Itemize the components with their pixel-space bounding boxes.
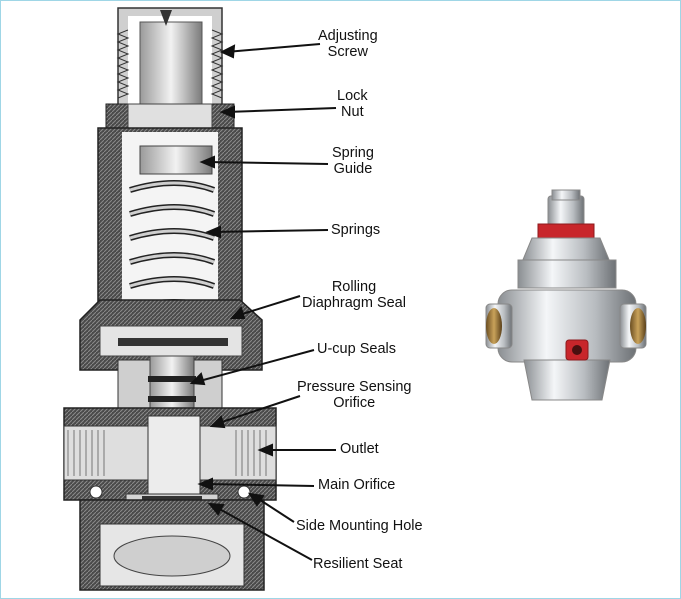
label-side-mounting-hole: Side Mounting Hole bbox=[296, 518, 423, 534]
label-resilient-seat: Resilient Seat bbox=[313, 556, 403, 572]
label-rolling-diaphragm-seal-line1: Rolling bbox=[331, 279, 377, 295]
label-lock-nut-line2: Nut bbox=[341, 104, 364, 120]
label-rolling-diaphragm-seal: Rolling Diaphragm Seal bbox=[302, 279, 406, 311]
red-seal-ring bbox=[537, 223, 595, 239]
label-adjusting-screw: Adjusting Screw bbox=[318, 28, 378, 60]
label-lock-nut: Lock Nut bbox=[337, 88, 368, 120]
label-adjusting-screw-line1: Adjusting bbox=[318, 28, 378, 44]
lock-nut-part bbox=[105, 103, 235, 131]
label-spring-guide-line2: Guide bbox=[333, 161, 373, 177]
main-valve-body bbox=[63, 407, 277, 501]
label-main-orifice: Main Orifice bbox=[318, 477, 396, 493]
valve-product-photo bbox=[485, 189, 647, 401]
label-spring-guide-line1: Spring bbox=[332, 145, 374, 161]
spring-guide-part bbox=[139, 145, 213, 175]
leader-arrows bbox=[189, 43, 337, 561]
label-spring-guide: Spring Guide bbox=[332, 145, 374, 177]
adjusting-screw-body bbox=[116, 7, 224, 109]
diaphragm-section bbox=[79, 299, 263, 371]
label-pressure-sensing-orifice-line1: Pressure Sensing bbox=[297, 379, 412, 395]
label-pressure-sensing-orifice: Pressure Sensing Orifice bbox=[297, 379, 411, 411]
label-u-cup-seals: U-cup Seals bbox=[317, 341, 396, 357]
label-outlet: Outlet bbox=[340, 441, 379, 457]
label-adjusting-screw-line2: Screw bbox=[327, 44, 368, 60]
label-pressure-sensing-orifice-line2: Orifice bbox=[333, 395, 376, 411]
label-springs: Springs bbox=[331, 222, 381, 238]
label-lock-nut-line1: Lock bbox=[337, 88, 368, 104]
label-rolling-diaphragm-seal-line2: Diaphragm Seal bbox=[302, 295, 406, 311]
bottom-cap bbox=[79, 493, 265, 591]
